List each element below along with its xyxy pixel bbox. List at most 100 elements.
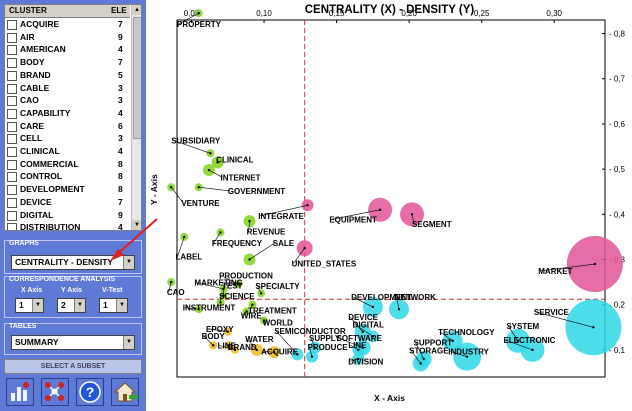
point-leader-line [198,186,230,192]
graphs-title: GRAPHS [9,240,39,247]
point-center-dot [357,357,360,361]
x-axis-select[interactable]: 1 ▼ [15,298,44,313]
chevron-down-icon[interactable]: ▼ [74,299,85,312]
point-center-dot [248,258,251,261]
scroll-down-arrow-icon[interactable]: ▼ [132,220,141,230]
checkbox[interactable] [7,223,17,230]
cluster-name: CONTROL [20,171,63,182]
cluster-name: CARE [20,120,45,131]
point-leader-line [310,337,316,348]
point-center-dot [371,335,375,338]
pointer-arrow-icon [110,218,158,261]
x-tick-label: 0,15 [329,9,345,18]
point-label: DIGITAL [353,320,385,329]
network-button[interactable] [41,378,69,406]
graphs-select-value: CENTRALITY - DENSITY [15,257,114,267]
checkbox[interactable] [7,185,17,196]
vtest-select[interactable]: 1 ▼ [99,298,128,313]
point-label: EPOXY [206,325,234,334]
cluster-count: 4 [118,146,123,156]
checkbox[interactable] [7,210,17,221]
checkbox[interactable] [7,45,17,56]
chart-title: CENTRALITY (X) - DENSITY (Y) [304,4,475,16]
point-label: SERVICE [534,308,570,317]
chevron-down-icon[interactable]: ▼ [116,299,127,312]
point-center-dot [222,294,225,297]
checkbox[interactable] [7,58,17,69]
point-center-dot [197,12,200,15]
checkbox[interactable] [7,32,17,43]
point-label: TECHNOLOGY [438,328,495,337]
chevron-down-icon[interactable]: ▼ [123,336,134,349]
cluster-count: 7 [118,57,123,68]
point-leader-line [338,337,363,348]
point-center-dot [357,348,360,352]
graphs-select[interactable]: CENTRALITY - DENSITY ▼ [11,255,135,270]
point-leader-line [246,339,258,351]
checkbox[interactable] [7,83,17,94]
cluster-count: 7 [118,19,123,29]
checkbox[interactable] [7,147,17,157]
tables-select[interactable]: SUMMARY ▼ [11,335,135,350]
checkbox[interactable] [7,96,17,107]
point-label: WATER [245,335,274,344]
point-leader-line [178,12,199,25]
graphs-section: GRAPHS CENTRALITY - DENSITY ▼ [4,240,142,274]
checkbox[interactable] [7,159,17,170]
point-leader-line [349,316,363,333]
point-leader-line [396,297,400,310]
point-leader-line [293,248,305,264]
vtest-select-value: 1 [103,300,108,310]
point-center-dot [296,353,299,356]
checkbox[interactable] [7,197,17,208]
point-leader-line [220,275,239,285]
point-center-dot [169,280,173,284]
scrollbar-thumb[interactable] [133,17,141,139]
cluster-name: DIGITAL [20,209,54,220]
point-center-dot [245,310,248,313]
y-axis-select[interactable]: 2 ▼ [57,298,86,313]
point-leader-line [350,358,359,362]
help-button[interactable]: ? [76,378,104,406]
cluster-column-header[interactable]: CLUSTER [9,6,47,15]
ele-column-header[interactable]: ELE [111,6,127,15]
chart-button[interactable] [6,378,34,406]
checkbox[interactable] [7,70,17,81]
cluster-list-scrollbar[interactable]: ▲ ▼ [131,5,141,230]
checkbox[interactable] [7,172,17,183]
point-leader-line [248,221,250,232]
checkbox[interactable] [7,134,17,145]
scroll-up-arrow-icon[interactable]: ▲ [132,5,141,15]
select-subset-button[interactable]: SELECT A SUBSET [4,359,142,374]
chevron-down-icon[interactable]: ▼ [32,299,43,312]
point-label: DEVELOPMENT [351,293,412,302]
chevron-down-icon[interactable]: ▼ [123,256,134,269]
checkbox[interactable] [7,20,17,30]
help-icon: ? [79,381,101,403]
checkbox[interactable] [7,108,17,119]
home-button[interactable] [111,378,139,406]
point-leader-line [309,346,313,357]
checkbox[interactable] [7,121,17,132]
network-icon [45,382,64,401]
point-center-dot [361,346,364,349]
